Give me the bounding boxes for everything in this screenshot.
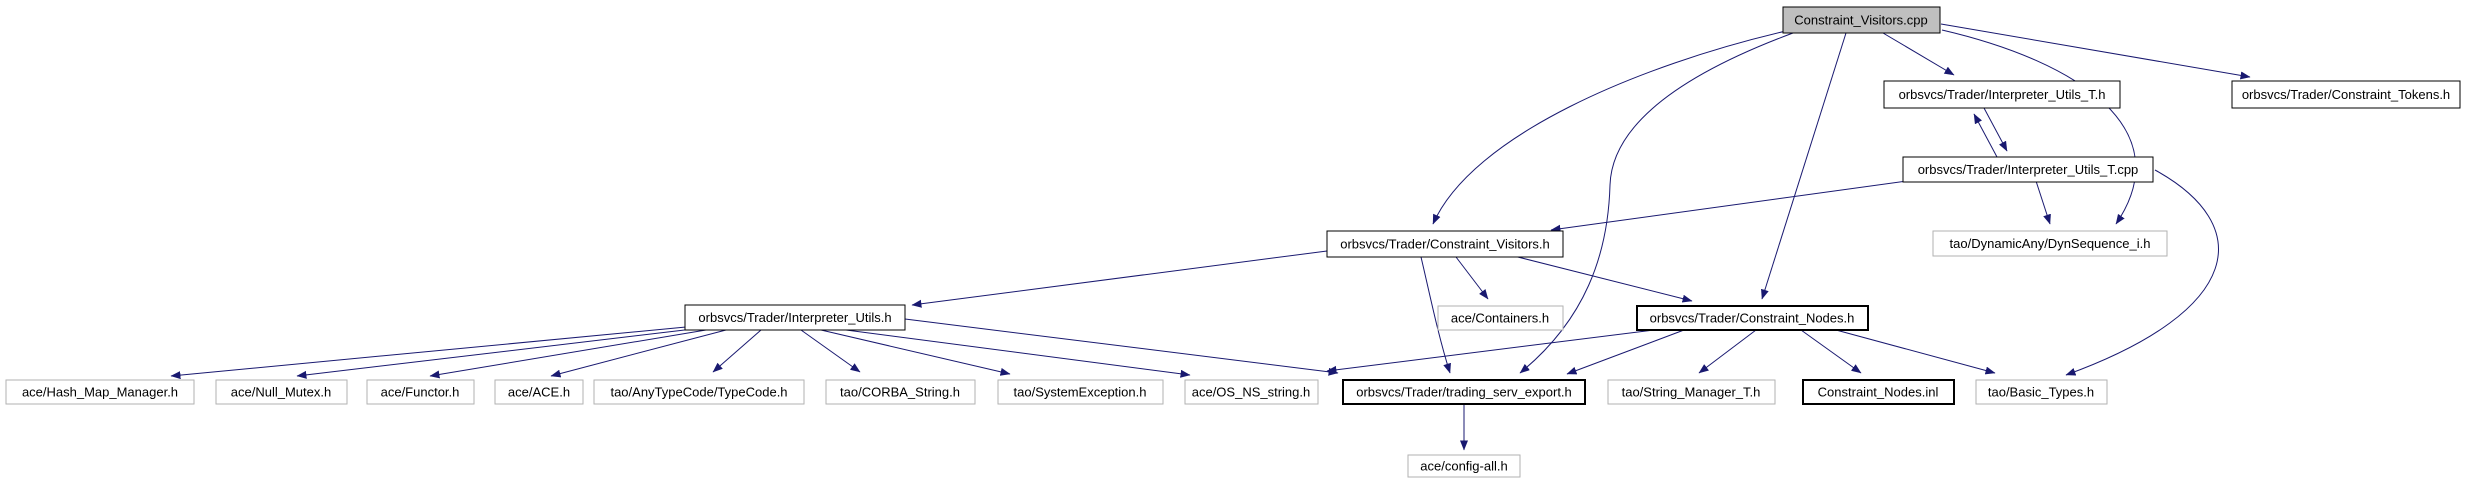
node-box (997, 379, 1164, 405)
node-hash-map-manager-h[interactable]: ace/Hash_Map_Manager.h (5, 379, 195, 405)
edge-interpreter-utils-h-to-os-ns-string-h (845, 329, 1191, 378)
edge-cpp-to-constraint-nodes-h (1761, 32, 1847, 300)
node-box (1975, 379, 2108, 405)
edge-interpreter-utils-t-cpp-to-constraint-visitors-h (1550, 180, 1908, 233)
node-constraint-visitors-h[interactable]: orbsvcs/Trader/Constraint_Visitors.h (1326, 230, 1564, 258)
node-label: ace/OS_NS_string.h (1192, 385, 1311, 400)
node-basic-types-h[interactable]: tao/Basic_Types.h (1975, 379, 2108, 405)
edge-constraint-visitors-h-to-interpreter-utils-h (911, 250, 1328, 308)
edge-constraint-nodes-h-to-basic-types-h (1835, 329, 1996, 375)
node-interpreter-utils-t-cpp[interactable]: orbsvcs/Trader/Interpreter_Utils_T.cpp (1902, 156, 2154, 183)
node-box (494, 379, 584, 405)
node-box (1802, 379, 1955, 405)
edge-interpreter-utils-h-to-trading-serv-export-h (904, 318, 1339, 376)
edge-interpreter-utils-t-h-to-interpreter-utils-t-cpp (1983, 107, 2008, 152)
node-typecode-h[interactable]: tao/AnyTypeCode/TypeCode.h (593, 379, 805, 405)
node-label: Constraint_Visitors.cpp (1794, 13, 1927, 28)
node-box (825, 379, 976, 405)
node-box (1636, 305, 1869, 331)
node-box (1184, 379, 1319, 405)
node-interpreter-utils-h[interactable]: orbsvcs/Trader/Interpreter_Utils.h (684, 304, 906, 331)
node-label: ace/Null_Mutex.h (231, 385, 331, 400)
node-containers-h[interactable]: ace/Containers.h (1437, 305, 1564, 331)
node-ace-h[interactable]: ace/ACE.h (494, 379, 584, 405)
node-box (1883, 80, 2121, 109)
node-label: ace/config-all.h (1420, 459, 1507, 474)
node-constraint-tokens-h[interactable]: orbsvcs/Trader/Constraint_Tokens.h (2231, 80, 2461, 109)
node-label: ace/Functor.h (381, 385, 460, 400)
node-box (5, 379, 195, 405)
edge-cpp-to-interpreter-utils-t-h (1882, 32, 1955, 76)
node-label: ace/Containers.h (1451, 311, 1549, 326)
node-label: orbsvcs/Trader/Constraint_Nodes.h (1650, 311, 1855, 326)
node-label: tao/SystemException.h (1014, 385, 1147, 400)
edge-cpp-to-constraint-visitors-h (1432, 30, 1787, 225)
edge-constraint-nodes-h-to-os-ns-string-h (1326, 329, 1655, 374)
edge-constraint-nodes-h-to-constraint-nodes-inl (1800, 329, 1862, 374)
node-label: orbsvcs/Trader/Interpreter_Utils_T.h (1899, 87, 2106, 102)
node-box (1902, 156, 2154, 183)
node-box (1342, 379, 1586, 405)
node-corba-string-h[interactable]: tao/CORBA_String.h (825, 379, 976, 405)
edge-interpreter-utils-h-to-system-exception-h (820, 329, 1011, 376)
node-label: orbsvcs/Trader/Interpreter_Utils.h (698, 310, 891, 325)
edge-cpp-to-constraint-tokens-h (1940, 23, 2251, 80)
node-constraint-nodes-h[interactable]: orbsvcs/Trader/Constraint_Nodes.h (1636, 305, 1869, 331)
node-trading-serv-export-h[interactable]: orbsvcs/Trader/trading_serv_export.h (1342, 379, 1586, 405)
edge-interpreter-utils-t-cpp-to-dynsequence-i-h (2035, 180, 2051, 225)
node-label: ace/ACE.h (508, 385, 570, 400)
node-label: tao/AnyTypeCode/TypeCode.h (610, 385, 787, 400)
edge-interpreter-utils-h-to-functor-h (429, 329, 707, 379)
node-box (366, 379, 475, 405)
node-label: tao/CORBA_String.h (840, 385, 960, 400)
edge-cpp-to-dynsequence-i-h (1941, 29, 2137, 225)
edge-interpreter-utils-t-cpp-to-interpreter-utils-t-h (1973, 113, 1998, 158)
node-label: Constraint_Nodes.inl (1818, 385, 1939, 400)
node-label: orbsvcs/Trader/trading_serv_export.h (1356, 385, 1572, 400)
edge-cpp-to-trading-serv-export-h (1519, 32, 1794, 374)
node-label: tao/Basic_Types.h (1988, 385, 2094, 400)
edge-interpreter-utils-h-to-typecode-h (712, 329, 762, 373)
node-interpreter-utils-t-h[interactable]: orbsvcs/Trader/Interpreter_Utils_T.h (1883, 80, 2121, 109)
edge-interpreter-utils-t-cpp-to-basic-types-h (2065, 169, 2219, 376)
edge-interpreter-utils-h-to-hash-map-manager-h (170, 326, 687, 380)
node-box (684, 304, 906, 331)
edge-constraint-visitors-h-to-constraint-nodes-h (1505, 253, 1693, 303)
edge-constraint-visitors-h-to-trading-serv-export-h (1420, 256, 1451, 374)
edge-constraint-visitors-h-to-containers-h (1455, 256, 1489, 300)
edge-interpreter-utils-h-to-ace-h (550, 329, 727, 378)
node-system-exception-h[interactable]: tao/SystemException.h (997, 379, 1164, 405)
node-box (2231, 80, 2461, 109)
edge-constraint-nodes-h-to-string-manager-t-h (1698, 329, 1757, 374)
node-box (1407, 454, 1521, 478)
edge-group (170, 23, 2251, 451)
node-constraint-nodes-inl[interactable]: Constraint_Nodes.inl (1802, 379, 1955, 405)
node-box (1932, 230, 2168, 257)
node-box (1782, 6, 1941, 34)
node-box (215, 379, 348, 405)
node-dynsequence-i-h[interactable]: tao/DynamicAny/DynSequence_i.h (1932, 230, 2168, 257)
node-functor-h[interactable]: ace/Functor.h (366, 379, 475, 405)
node-string-manager-t-h[interactable]: tao/String_Manager_T.h (1607, 379, 1776, 405)
node-box (1607, 379, 1776, 405)
node-label: orbsvcs/Trader/Constraint_Tokens.h (2242, 87, 2450, 102)
node-label: orbsvcs/Trader/Constraint_Visitors.h (1340, 237, 1550, 252)
node-label: orbsvcs/Trader/Interpreter_Utils_T.cpp (1918, 162, 2139, 177)
node-null-mutex-h[interactable]: ace/Null_Mutex.h (215, 379, 348, 405)
node-config-all-h[interactable]: ace/config-all.h (1407, 454, 1521, 478)
node-os-ns-string-h[interactable]: ace/OS_NS_string.h (1184, 379, 1319, 405)
node-label: tao/DynamicAny/DynSequence_i.h (1950, 236, 2151, 251)
node-box (593, 379, 805, 405)
node-box (1437, 305, 1564, 331)
node-box (1326, 230, 1564, 258)
edge-interpreter-utils-h-to-corba-string-h (800, 329, 861, 373)
edge-constraint-nodes-h-to-trading-serv-export-h (1566, 329, 1685, 375)
node-label: ace/Hash_Map_Manager.h (22, 385, 178, 400)
edge-interpreter-utils-h-to-null-mutex-h (296, 328, 694, 379)
node-label: tao/String_Manager_T.h (1622, 385, 1761, 400)
node-constraint-visitors-cpp[interactable]: Constraint_Visitors.cpp (1782, 6, 1941, 34)
